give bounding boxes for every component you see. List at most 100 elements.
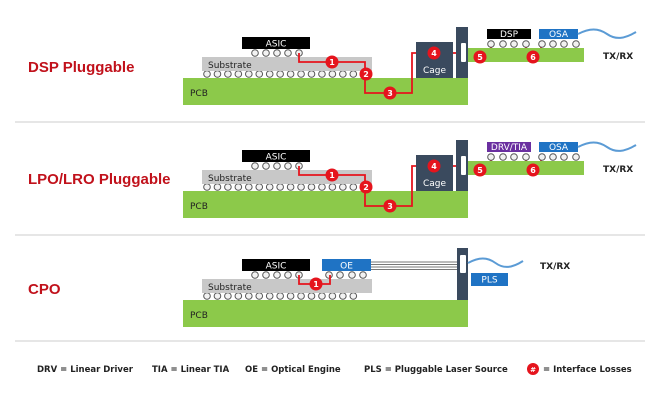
solder-ball [297,70,305,78]
faceplate [457,248,468,300]
solder-ball [213,292,222,300]
solder-ball [339,70,347,78]
solder-ball [255,292,264,300]
pcb-label: PCB [190,311,208,321]
interface-loss-symbol: # [530,366,536,374]
solder-ball [234,183,243,191]
interface-loss-number: 6 [530,53,536,62]
interface-loss-marker [325,55,339,69]
solder-ball [307,183,316,191]
solder-ball [336,271,344,279]
legend-loss: = Interface Losses [543,365,632,375]
interface-loss-number: 1 [329,171,335,180]
solder-ball [487,153,495,161]
tx-rx-label: TX/RX [603,165,633,175]
drv-tia-chip [487,142,531,152]
substrate-label: Substrate [208,61,252,71]
dsp-label: DSP [500,30,519,40]
solder-ball [213,70,222,78]
dsp-chip [487,29,531,39]
pcb [183,191,468,218]
interface-loss-number: 4 [431,49,437,58]
interface-loss-number: 3 [387,89,393,98]
interface-loss-marker [427,46,441,60]
solder-ball [284,271,292,279]
legend-tia: TIA = Linear TIA [152,365,230,375]
solder-ball [297,183,305,191]
tx-rx-label: TX/RX [540,262,570,272]
solder-ball [273,49,281,57]
solder-ball [265,292,274,300]
asic-label: ASIC [266,40,287,50]
solder-ball [318,183,326,191]
solder-ball [276,292,284,300]
solder-ball [255,183,264,191]
solder-ball [276,70,284,78]
solder-ball [203,292,211,300]
solder-ball [349,183,358,191]
solder-ball [262,49,270,57]
solder-ball [224,292,232,300]
solder-ball [349,70,358,78]
row-title: CPO [28,281,61,298]
optical-engine-chip [322,259,371,271]
solder-ball [499,153,507,161]
solder-ball [286,70,295,78]
solder-ball [307,292,316,300]
interface-loss-marker [359,180,373,194]
row-title: LPO/LRO Pluggable [28,171,171,188]
solder-ball [284,49,292,57]
solder-ball [262,162,270,170]
solder-ball [255,70,264,78]
solder-ball [339,183,347,191]
interface-loss-number: 2 [363,183,369,192]
asic-label: ASIC [266,153,287,163]
solder-ball [560,153,568,161]
solder-ball [265,183,274,191]
solder-ball [359,271,367,279]
asic-chip [242,37,310,49]
solder-ball [572,40,580,48]
interface-loss-number: 2 [363,70,369,79]
solder-ball [273,162,281,170]
solder-ball [251,271,259,279]
legend-drv: DRV = Linear Driver [37,365,134,375]
solder-ball [265,70,274,78]
pcb-label: PCB [190,202,208,212]
legend-pls: PLS = Pluggable Laser Source [364,365,508,375]
interface-loss-number: 1 [313,280,319,289]
solder-ball [487,40,495,48]
module-slot [461,156,466,175]
interface-loss-marker [526,50,540,64]
solder-ball [245,183,253,191]
solder-ball [245,70,253,78]
solder-ball [510,153,518,161]
interface-loss-marker [526,163,540,177]
solder-ball [349,292,358,300]
drv-tia-label: DRV/TIA [491,143,528,153]
solder-ball [549,153,557,161]
solder-ball [262,271,270,279]
solder-ball [318,292,326,300]
solder-ball [234,70,243,78]
solder-ball [224,183,232,191]
interface-loss-marker [309,277,323,291]
tx-rx-label: TX/RX [603,52,633,62]
pcb-label: PCB [190,89,208,99]
solder-ball [273,271,281,279]
solder-ball [522,40,530,48]
interface-loss-number: 6 [530,166,536,175]
solder-ball [245,292,253,300]
solder-ball [499,40,507,48]
module-pcb [468,48,584,62]
solder-ball [339,292,347,300]
osa-label: OSA [549,143,569,153]
substrate-label: Substrate [208,283,252,293]
solder-ball [328,292,337,300]
pls-module [471,273,508,286]
interface-loss-marker [383,86,397,100]
solder-ball [510,40,518,48]
solder-ball [572,153,580,161]
